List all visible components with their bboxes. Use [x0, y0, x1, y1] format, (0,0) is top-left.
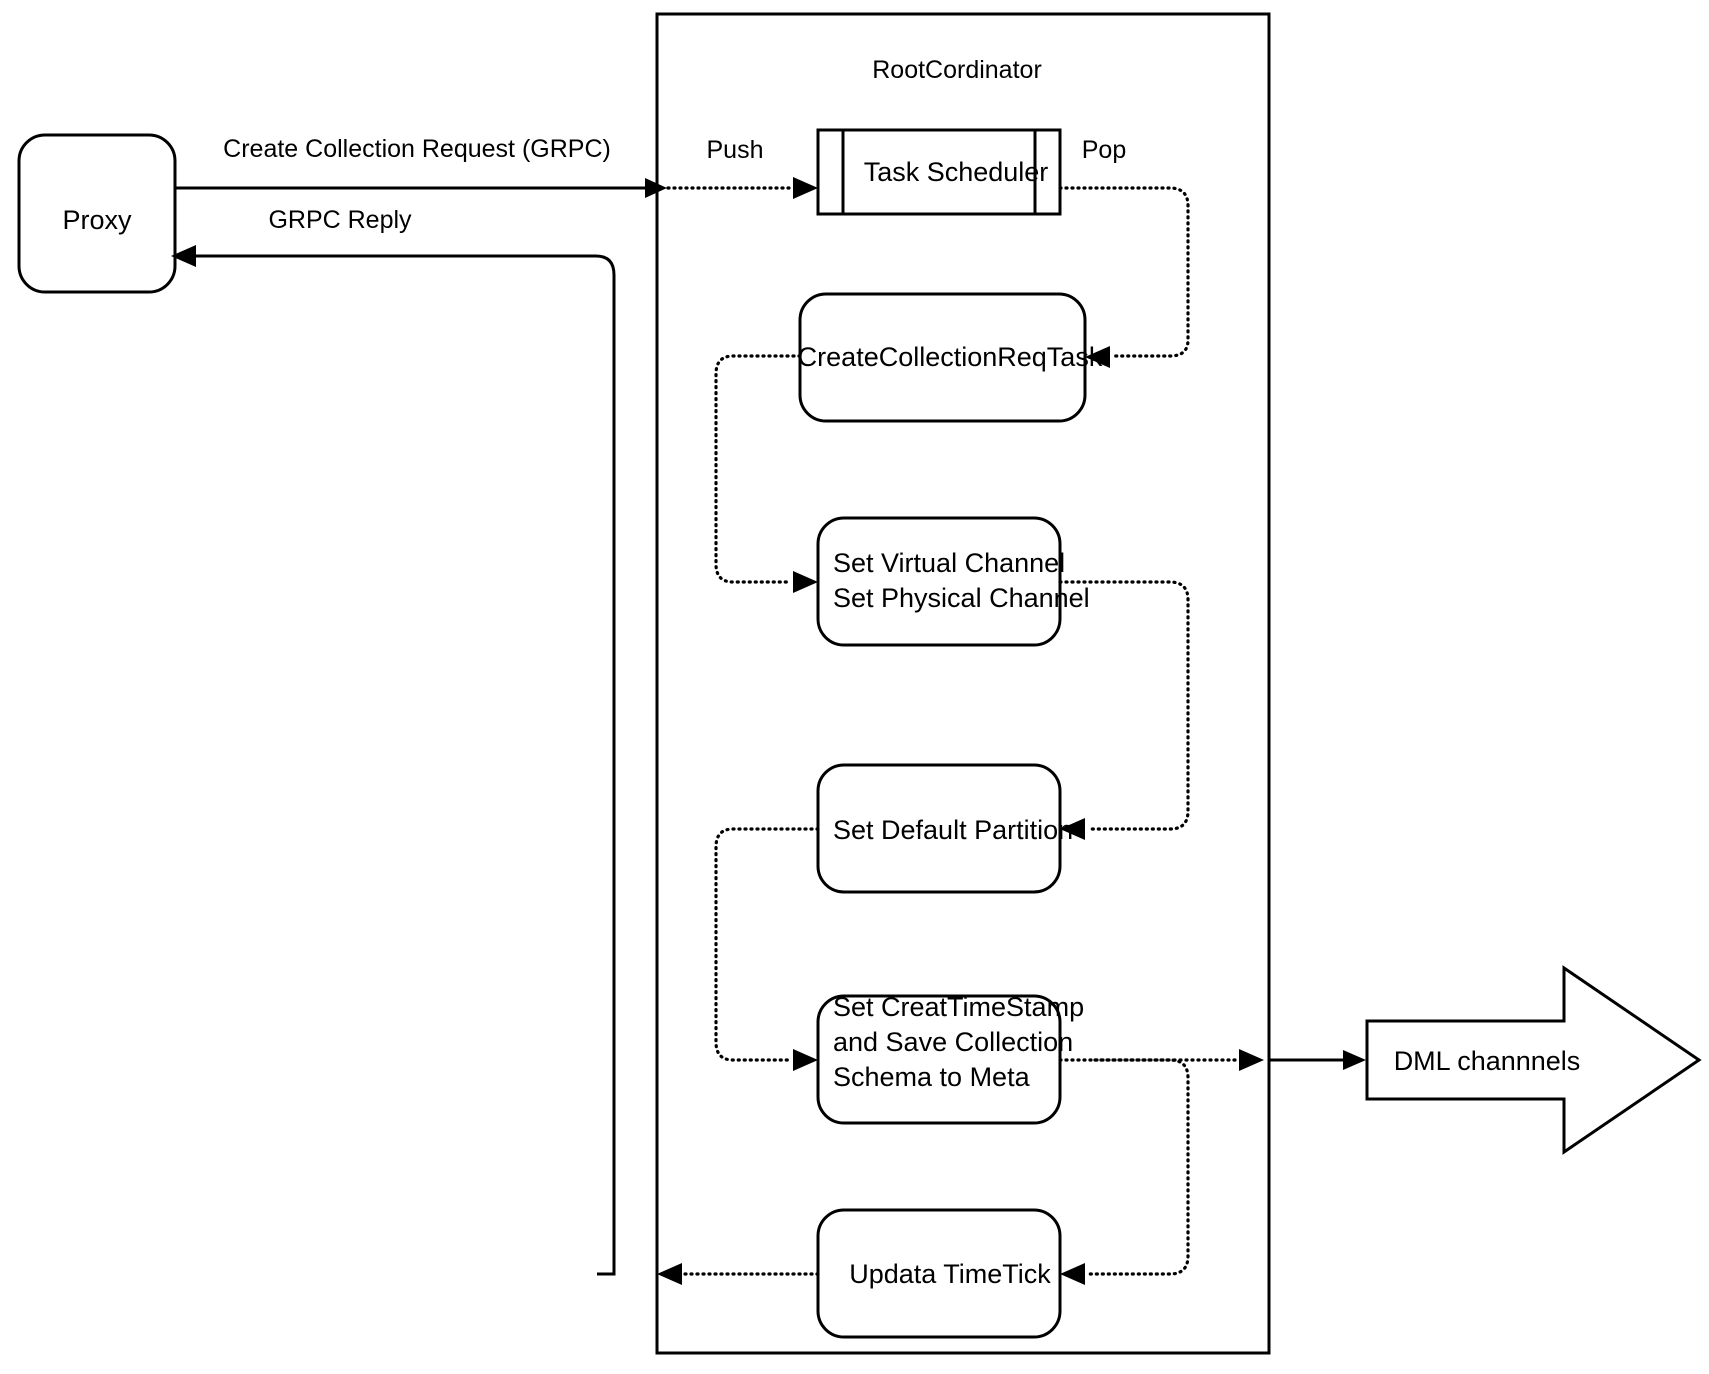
dml-channels-label: DML channnels: [1394, 1046, 1581, 1076]
edge-grpc-reply-line: [196, 254, 616, 1276]
edge-timestamp-to-timetick-arrowhead: [1060, 1263, 1085, 1285]
task-scheduler-label: Task Scheduler: [864, 157, 1049, 187]
proxy-label: Proxy: [62, 205, 132, 235]
edge-create-collection-request-arrowhead: [645, 178, 667, 198]
set-default-partition-label: Set Default Partition: [833, 815, 1073, 845]
edge-pop-line: [1058, 186, 1190, 358]
edge-pop-arrowhead: [1085, 346, 1110, 368]
edge-grpc-reply-arrowhead: [171, 245, 196, 267]
edge-push-arrowhead: [793, 177, 818, 199]
rootcordinator-container: [655, 12, 1271, 1355]
edge-partition-to-timestamp-line: [714, 827, 820, 1062]
set-create-timestamp-label-line1: Set CreatTimeStamp: [833, 992, 1084, 1022]
proxy-box: [17, 133, 177, 294]
edge-timestamp-to-dml-arrowhead-inner: [1239, 1049, 1264, 1071]
edge-task-to-set-channel-arrowhead: [793, 571, 818, 593]
edge-set-channel-to-partition-line: [1058, 580, 1190, 831]
task-scheduler-box: [816, 128, 1062, 216]
edge-label-grpc-reply: GRPC Reply: [268, 206, 412, 234]
edge-label-push: Push: [707, 136, 764, 164]
create-collection-req-task-label: CreateCollectionReqTask: [798, 342, 1103, 372]
rootcordinator-title: RootCordinator: [872, 56, 1042, 84]
edge-container-to-dml-arrowhead: [1343, 1050, 1366, 1070]
edge-timestamp-to-timetick-line: [1088, 1058, 1190, 1276]
set-channel-box: [816, 516, 1062, 647]
set-channel-label-line1: Set Virtual Channel: [833, 548, 1065, 578]
set-create-timestamp-label-line2: and Save Collection: [833, 1027, 1073, 1057]
edge-label-create-collection-request: Create Collection Request (GRPC): [223, 135, 611, 163]
dml-channels-arrow-shape: [1365, 965, 1702, 1155]
update-timetick-label: Updata TimeTick: [849, 1259, 1051, 1289]
edge-partition-to-timestamp-arrowhead: [793, 1049, 818, 1071]
edge-label-pop: Pop: [1082, 136, 1126, 164]
edge-task-to-set-channel-line: [714, 354, 802, 584]
edge-set-channel-to-partition-arrowhead: [1060, 818, 1085, 840]
set-channel-label-line2: Set Physical Channel: [833, 583, 1090, 613]
set-create-timestamp-label-line3: Schema to Meta: [833, 1062, 1031, 1092]
edge-timetick-to-reply-arrowhead: [657, 1263, 682, 1285]
